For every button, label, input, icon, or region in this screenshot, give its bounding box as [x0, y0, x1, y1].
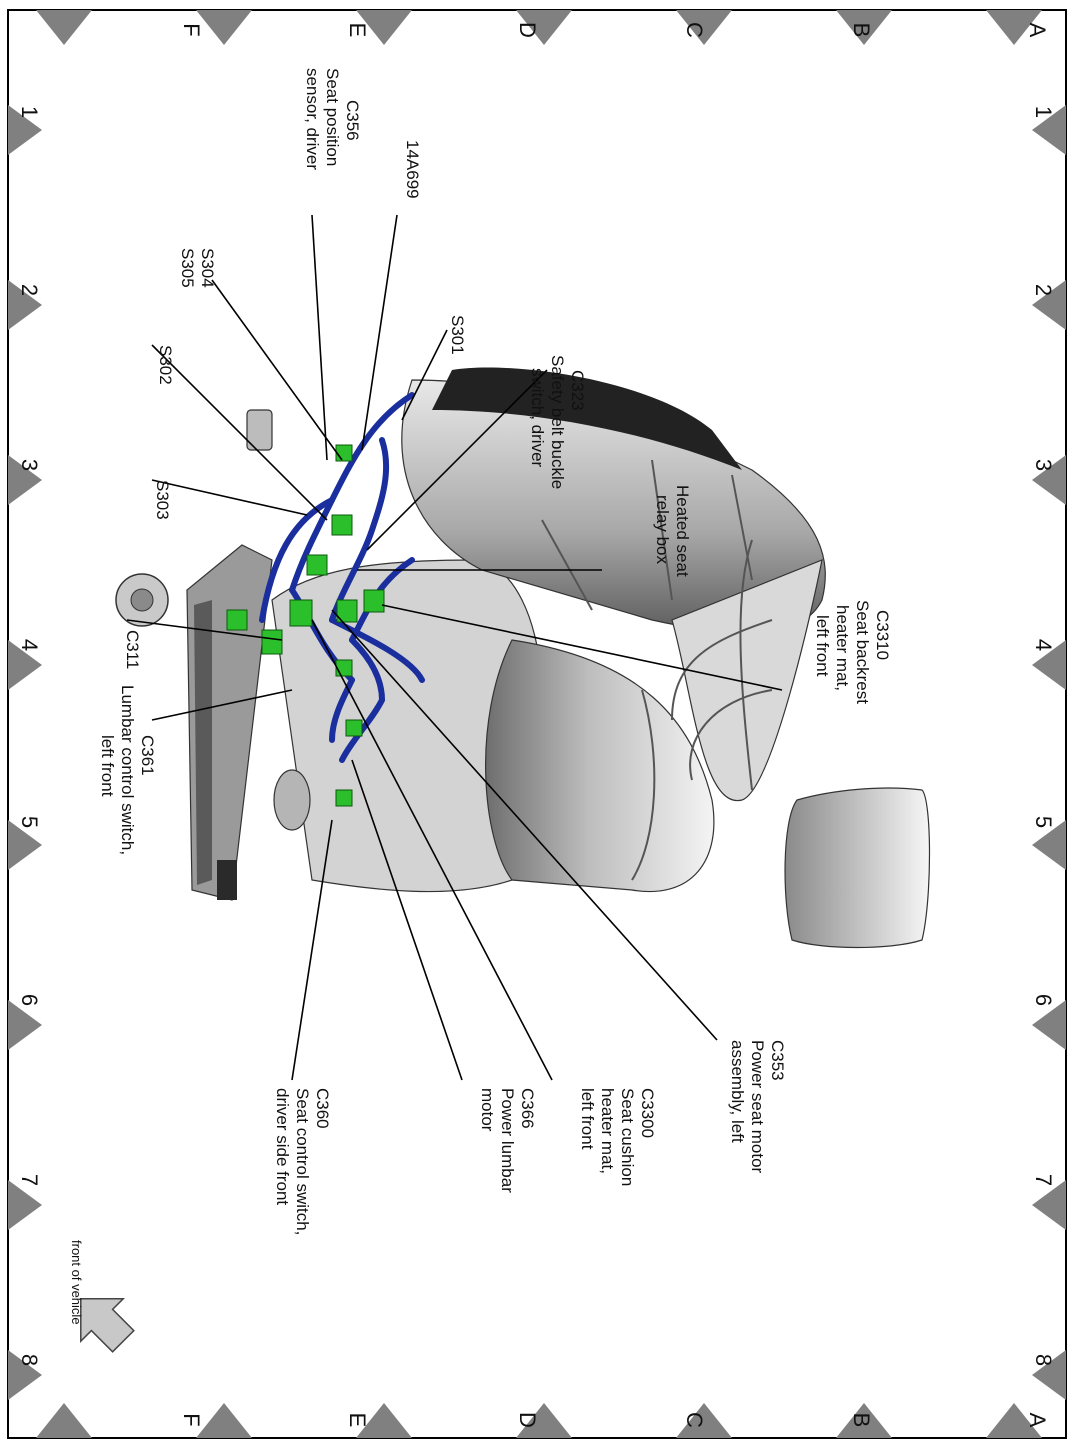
- label-c3310-desc2: heater mat,: [833, 605, 852, 691]
- label-s305: S305: [178, 248, 197, 288]
- label-c366-desc2: motor: [478, 1088, 497, 1132]
- col-label-1-top: 1: [1031, 106, 1056, 118]
- label-c360: C360: [313, 1088, 332, 1129]
- label-c3310: C3310: [873, 610, 892, 660]
- col-label-8-top: 8: [1031, 1354, 1056, 1366]
- leader-lines: [126, 214, 783, 1081]
- col-label-7-bottom: 7: [17, 1174, 42, 1186]
- col-label-5-top: 5: [1031, 816, 1056, 828]
- row-label-b-left: B: [849, 23, 874, 38]
- label-relay-box2: relay box: [653, 495, 672, 564]
- label-c353-desc2: assembly, left: [728, 1040, 747, 1143]
- label-c356-desc1: Seat position: [323, 68, 342, 166]
- label-c366: C366: [518, 1088, 537, 1129]
- label-c366-desc1: Power lumbar: [498, 1088, 517, 1193]
- label-c3310-desc1: Seat backrest: [853, 600, 872, 704]
- row-label-b-right: B: [849, 1413, 874, 1428]
- label-14a699: 14A699: [403, 140, 422, 199]
- label-c356-desc2: sensor, driver: [303, 68, 322, 170]
- col-label-6-top: 6: [1031, 994, 1056, 1006]
- label-c360-desc2: driver side front: [273, 1088, 292, 1205]
- col-label-8-bottom: 8: [17, 1354, 42, 1366]
- edge-markers: [8, 10, 1066, 1438]
- col-label-5-bottom: 5: [17, 816, 42, 828]
- row-label-d-left: D: [515, 22, 540, 38]
- col-label-4-bottom: 4: [17, 639, 42, 651]
- label-c323-desc2: switch, driver: [528, 368, 547, 468]
- label-c361: C361: [138, 735, 157, 776]
- label-relay-box1: Heated seat: [673, 485, 692, 577]
- label-c353: C353: [768, 1040, 787, 1081]
- col-label-7-top: 7: [1031, 1174, 1056, 1186]
- seat-illustration: [115, 367, 931, 949]
- label-c3300-desc3: left front: [578, 1088, 597, 1150]
- label-c3310-desc3: left front: [813, 615, 832, 677]
- row-label-e-left: E: [345, 23, 370, 38]
- connectors: [226, 444, 385, 807]
- label-c361-desc2: left front: [98, 735, 117, 797]
- label-c323: C323: [568, 370, 587, 411]
- label-c3300-desc2: heater mat,: [598, 1088, 617, 1174]
- col-label-4-top: 4: [1031, 639, 1056, 651]
- label-s302: S302: [156, 345, 175, 385]
- label-c356: C356: [343, 100, 362, 141]
- front-of-vehicle-label: front of vehicle: [69, 1240, 84, 1325]
- label-s303: S303: [153, 480, 172, 520]
- callout-labels: C356 Seat position sensor, driver 14A699…: [98, 68, 892, 1235]
- row-label-c-left: C: [682, 22, 707, 38]
- row-label-f-left: F: [179, 23, 204, 36]
- col-label-2-top: 2: [1031, 284, 1056, 296]
- row-label-f-right: F: [179, 1413, 204, 1426]
- label-c311: C311: [123, 630, 142, 669]
- label-c360-desc1: Seat control switch,: [293, 1088, 312, 1235]
- label-s301: S301: [448, 315, 467, 355]
- front-of-vehicle-indicator: front of vehicle: [69, 1240, 135, 1353]
- row-label-e-right: E: [345, 1413, 370, 1428]
- label-c3300-desc1: Seat cushion: [618, 1088, 637, 1186]
- row-label-c-right: C: [682, 1412, 707, 1428]
- col-label-3-bottom: 3: [17, 459, 42, 471]
- col-label-3-top: 3: [1031, 459, 1056, 471]
- col-label-6-bottom: 6: [17, 994, 42, 1006]
- col-label-1-bottom: 1: [17, 106, 42, 118]
- label-c3300: C3300: [638, 1088, 657, 1138]
- label-s304: S304: [198, 248, 217, 288]
- row-label-d-right: D: [515, 1412, 540, 1428]
- row-label-a-right: A: [1025, 1413, 1050, 1428]
- row-label-a-left: A: [1025, 23, 1050, 38]
- label-c353-desc1: Power seat motor: [748, 1040, 767, 1174]
- front-arrow-icon: [80, 1298, 135, 1353]
- label-c323-desc1: Safety belt buckle: [548, 355, 567, 489]
- label-c361-desc1: Lumbar control switch,: [118, 685, 137, 855]
- col-label-2-bottom: 2: [17, 284, 42, 296]
